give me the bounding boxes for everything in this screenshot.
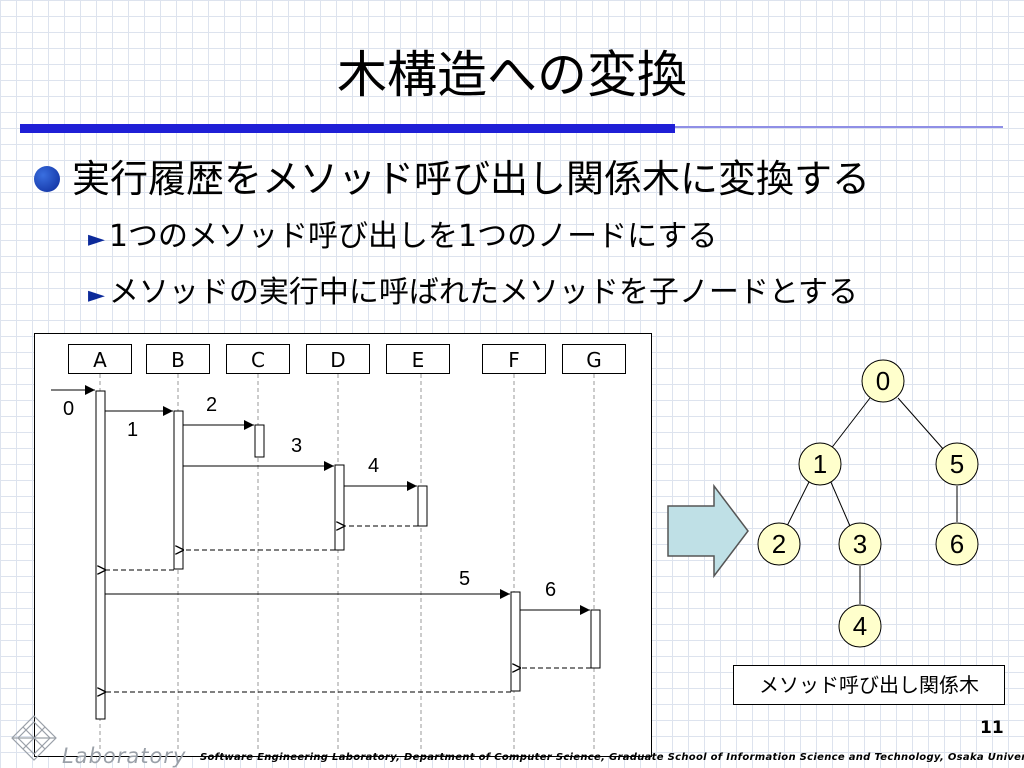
sequence-canvas: 0 1 2 3 4 5 6 [51, 374, 601, 752]
lifeline-B: B [146, 344, 210, 374]
title-underline [20, 124, 675, 133]
sub-bullet-1: ►1つのメソッド呼び出しを1つのノードにする [88, 216, 717, 261]
lifeline-F: F [482, 344, 546, 374]
tree-node-label-0: 0 [876, 366, 890, 396]
tree-edge-0-1 [829, 397, 871, 451]
page-number: 11 [980, 718, 1004, 738]
tree-caption: メソッド呼び出し関係木 [733, 665, 1005, 705]
sub-bullet-2: ►メソッドの実行中に呼ばれたメソッドを子ノードとする [88, 272, 858, 317]
lifeline-C: C [226, 344, 290, 374]
tree-node-label-5: 5 [950, 449, 964, 479]
tree-node-label-3: 3 [853, 529, 867, 559]
lifeline-D: D [306, 344, 370, 374]
main-bullet: 実行履歴をメソッド呼び出し関係木に変換する [72, 157, 871, 201]
tree-node-4 [838, 604, 882, 648]
activation-C [254, 424, 265, 458]
tree-node-6 [935, 522, 979, 566]
activation-D [334, 464, 345, 551]
bullet-dot-icon [34, 166, 60, 192]
tree-node-label-6: 6 [950, 529, 964, 559]
tree-node-label-2: 2 [772, 529, 786, 559]
activation-E [417, 485, 428, 527]
call-label-1: 1 [127, 419, 138, 441]
call-label-0: 0 [63, 398, 74, 420]
tree-node-5 [935, 442, 979, 486]
tree-edge-1-2 [786, 479, 811, 527]
activation-F [510, 591, 521, 692]
tree-edge-1-3 [829, 479, 851, 527]
call-label-3: 3 [291, 435, 302, 457]
tree-edge-0-5 [897, 397, 945, 451]
lifeline-G: G [562, 344, 626, 374]
tree-node-label-4: 4 [853, 611, 867, 641]
sub-bullet-1-text: 1つのメソッド呼び出しを1つのノードにする [108, 219, 718, 254]
call-label-2: 2 [206, 394, 217, 416]
activation-G [590, 609, 601, 669]
tree-node-2 [757, 522, 801, 566]
tree-node-1 [798, 442, 842, 486]
logo-text: Laboratory [62, 744, 187, 768]
tree-node-0 [861, 359, 905, 403]
footer-text: Software Engineering Laboratory, Departm… [200, 752, 1024, 763]
title-underline-thin [675, 126, 1003, 128]
lifeline-E: E [386, 344, 450, 374]
triangle-bullet-icon: ► [88, 283, 105, 308]
slide-title: 木構造への変換 [337, 46, 687, 104]
tree-node-3 [838, 522, 882, 566]
call-label-6: 6 [545, 579, 556, 601]
activation-A [95, 390, 106, 720]
lab-logo-icon [11, 715, 57, 761]
sequence-diagram: A B C D E F G [34, 333, 652, 757]
transform-arrow-icon [667, 483, 749, 579]
tree-node-label-1: 1 [813, 449, 827, 479]
call-label-4: 4 [368, 455, 379, 477]
lifeline-A: A [68, 344, 132, 374]
sub-bullet-2-text: メソッドの実行中に呼ばれたメソッドを子ノードとする [108, 275, 859, 310]
triangle-bullet-icon: ► [88, 227, 105, 252]
activation-B [173, 410, 184, 570]
call-label-5: 5 [459, 568, 470, 590]
